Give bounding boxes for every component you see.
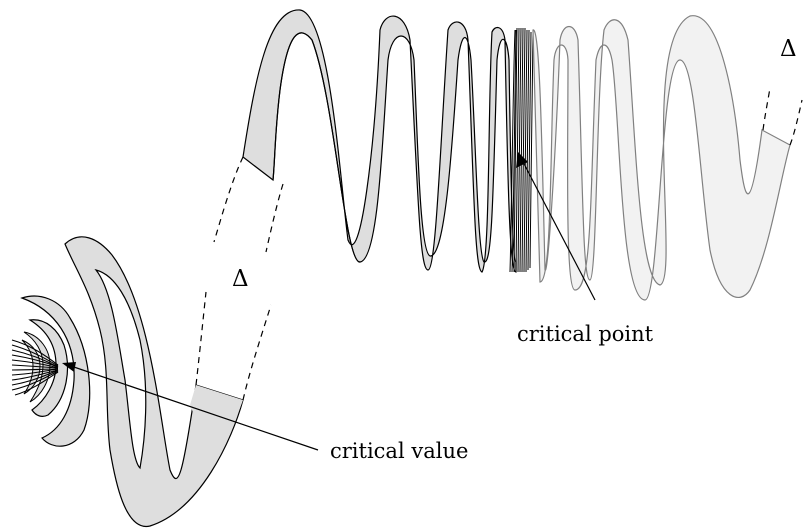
annotation-arrow-critical-value: [62, 362, 319, 451]
band-left-fill: [242, 9, 517, 273]
delta-label-top: Δ: [780, 36, 797, 62]
boomerang-large-hole: [94, 268, 147, 470]
boomerang-tail-patch: [190, 385, 243, 455]
band-right-fill: [532, 15, 791, 301]
critical-point-label: critical point: [517, 322, 654, 346]
boomerang-nest: [20, 236, 244, 527]
boomerang-small: [28, 319, 69, 417]
critical-point-cluster: [509, 27, 534, 273]
oscillating-band-left: [242, 9, 517, 273]
lower-band-dashed-edges: [195, 291, 272, 401]
boomerang-large: [64, 236, 244, 527]
delta-label-middle: Δ: [232, 266, 249, 292]
band-left-inner-outline: [272, 32, 361, 263]
boomerang-medium: [20, 295, 91, 447]
oscillating-band-right: [532, 15, 791, 301]
boomerang-tiny-1: [23, 331, 51, 403]
critical-value-label: critical value: [330, 439, 468, 463]
top-band-dashed-edges: [213, 87, 803, 253]
annotation-arrow-critical-point: [516, 152, 596, 301]
critical-value-cluster: [11, 339, 59, 396]
